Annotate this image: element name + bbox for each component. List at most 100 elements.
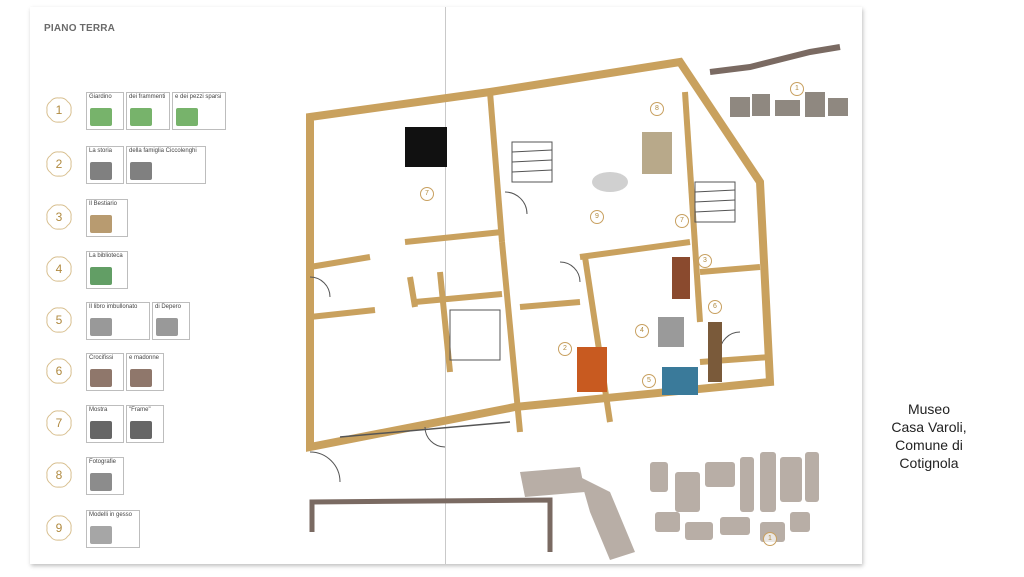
legend-number: 1: [55, 103, 63, 117]
caption-line: Comune di: [895, 437, 963, 453]
legend-card-label: Mostra: [89, 407, 108, 413]
legend-card-label: Giardino: [89, 94, 112, 100]
legend-card-label: Crocifissi: [89, 355, 114, 361]
legend-card[interactable]: Crocifissi: [86, 353, 124, 391]
legend-card[interactable]: La biblioteca: [86, 251, 128, 289]
legend-number: 7: [55, 416, 63, 430]
legend-card[interactable]: di Depero: [152, 302, 190, 340]
exhibit-image-history-book: [577, 347, 607, 392]
exhibit-image-crucifix: [708, 322, 722, 382]
staircase: [449, 141, 736, 361]
map-marker[interactable]: 7: [675, 214, 689, 228]
legend-card[interactable]: e dei pezzi sparsi: [172, 92, 226, 130]
exhibit-image-portrait: [642, 132, 672, 174]
flower-number-badge-icon: [44, 356, 74, 386]
pictogram-icon: [90, 473, 112, 491]
map-marker[interactable]: 7: [420, 187, 434, 201]
door-arcs: [309, 191, 741, 483]
legend-card-label: La biblioteca: [89, 253, 123, 259]
rubble-fragments: [520, 452, 819, 560]
legend-card-label: La storia: [89, 148, 113, 154]
legend-card[interactable]: La storia: [86, 146, 124, 184]
pictogram-icon: [176, 108, 198, 126]
legend-card-label: della famiglia Ciccolenghi: [129, 148, 197, 154]
legend-card-label: e dei pezzi sparsi: [175, 94, 222, 100]
map-marker[interactable]: 8: [650, 102, 664, 116]
legend-number: 2: [55, 157, 63, 171]
caption-line: Museo: [907, 401, 951, 417]
exhibit-image-owl: [672, 257, 690, 299]
legend-card-label: "Frame": [129, 407, 151, 413]
legend-card-label: Modelli in gesso: [89, 512, 133, 518]
flower-number-badge-icon: [44, 460, 74, 490]
legend-card-label: di Depero: [155, 304, 182, 310]
garden-wall-top: [709, 44, 841, 75]
flower-number-badge-icon: [44, 254, 74, 284]
legend-card-label: dei frammenti: [129, 94, 166, 100]
pictogram-icon: [130, 162, 152, 180]
garden-wall-bottom: [309, 497, 553, 552]
caption-line: Casa Varoli,: [891, 419, 967, 435]
legend-card[interactable]: Il Bestiario: [86, 199, 128, 237]
legend-card[interactable]: della famiglia Ciccolenghi: [126, 146, 206, 184]
pictogram-icon: [130, 108, 152, 126]
pictogram-icon: [90, 369, 112, 387]
page-title: PIANO TERRA: [44, 23, 116, 34]
legend-number: 3: [55, 210, 63, 224]
pictogram-icon: [90, 215, 112, 233]
map-marker[interactable]: 6: [708, 300, 722, 314]
legend-card-label: e madonne: [129, 355, 160, 361]
legend-card[interactable]: dei frammenti: [126, 92, 170, 130]
exhibit-image-depero: [662, 367, 698, 395]
map-marker[interactable]: 3: [698, 254, 712, 268]
flower-number-badge-icon: [44, 305, 74, 335]
legend-card[interactable]: Mostra: [86, 405, 124, 443]
pictogram-icon: [90, 526, 112, 544]
flower-number-badge-icon: [44, 202, 74, 232]
exhibit-image-frame-room: [405, 127, 447, 167]
pictogram-icon: [130, 369, 152, 387]
pictogram-icon: [130, 421, 152, 439]
floor-plan-drawing: [306, 44, 848, 560]
legend-card[interactable]: Fotografie: [86, 457, 124, 495]
map-marker[interactable]: 4: [635, 324, 649, 338]
page-fold-line: [445, 7, 446, 564]
floor-plan: 1 8 7 9 7 3 6 4 2 5 1: [280, 32, 860, 562]
map-marker[interactable]: 5: [642, 374, 656, 388]
legend-card[interactable]: Giardino: [86, 92, 124, 130]
legend-row-3: 3 Il Bestiario: [44, 199, 264, 237]
map-marker[interactable]: 2: [558, 342, 572, 356]
flower-number-badge-icon: [44, 408, 74, 438]
legend-number: 9: [55, 521, 63, 535]
flower-number-badge-icon: [44, 149, 74, 179]
legend-row-1: 1 Giardino dei frammenti e dei pezzi sparsi: [44, 92, 264, 130]
map-marker[interactable]: 1: [790, 82, 804, 96]
pictogram-icon: [90, 162, 112, 180]
pictogram-icon: [90, 108, 112, 126]
garden-fragments: [730, 92, 848, 117]
legend-number: 4: [55, 262, 63, 276]
legend-card[interactable]: e madonne: [126, 353, 164, 391]
building-outline: [306, 57, 775, 452]
caption-line: Cotignola: [899, 455, 959, 471]
flower-number-badge-icon: [44, 513, 74, 543]
legend-row-9: 9 Modelli in gesso: [44, 510, 264, 548]
pictogram-icon: [90, 318, 112, 336]
legend-card[interactable]: Il libro imbullonato: [86, 302, 150, 340]
pictogram-icon: [156, 318, 178, 336]
legend-row-4: 4 La biblioteca: [44, 251, 264, 289]
pictogram-icon: [90, 267, 112, 285]
legend-card[interactable]: Modelli in gesso: [86, 510, 140, 548]
exhibit-image-plaster-model: [592, 172, 628, 192]
legend-number: 6: [55, 364, 63, 378]
map-marker[interactable]: 9: [590, 210, 604, 224]
legend-card-label: Il Bestiario: [89, 201, 118, 207]
legend-card-label: Fotografie: [89, 459, 117, 465]
map-marker[interactable]: 1: [763, 532, 777, 546]
legend-card[interactable]: "Frame": [126, 405, 164, 443]
exhibit-image-book: [658, 317, 684, 347]
legend-row-7: 7 Mostra "Frame": [44, 405, 264, 443]
